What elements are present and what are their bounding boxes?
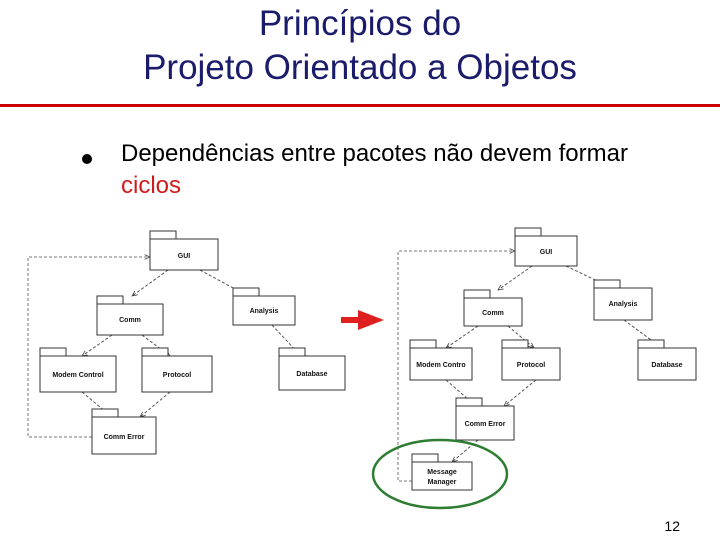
slide-title: Princípios do Projeto Orientado a Objeto…: [0, 2, 720, 90]
left-pkg-gui-label: GUI: [178, 253, 191, 260]
bullet-text: Dependências entre pacotes não devem for…: [121, 138, 681, 202]
right-pkg-database-label: Database: [651, 362, 682, 369]
right-pkg-modem-control-label: Modem Contro: [416, 362, 465, 369]
title-divider: [0, 104, 720, 107]
left-diagram: GUI Comm Analysis Modem Control Protocol…: [27, 230, 346, 455]
left-edge-analysis-database: [271, 324, 300, 355]
left-edge-comm-protocol: [141, 334, 170, 356]
right-pkg-analysis: Analysis: [593, 279, 653, 321]
left-pkg-protocol-label: Protocol: [163, 372, 191, 379]
right-pkg-message-manager-label-1: Message: [427, 469, 457, 476]
bullet-text-prefix: Dependências entre pacotes não devem for…: [121, 140, 628, 167]
left-pkg-protocol: Protocol: [141, 347, 213, 393]
right-edge-comm-modem: [446, 325, 479, 348]
right-pkg-comm-error: Comm Error: [455, 397, 515, 441]
right-diagram: GUI Comm Analysis Modem Contro Protocol …: [371, 227, 697, 510]
left-pkg-gui: GUI: [149, 230, 219, 271]
bullet-dot-icon: [82, 154, 92, 164]
right-pkg-database: Database: [637, 339, 697, 381]
left-edge-protocol-commerror: [140, 391, 171, 417]
right-edge-analysis-database: [623, 319, 662, 348]
left-edge-comm-modem: [82, 334, 113, 356]
title-line-1: Princípios do: [258, 4, 462, 43]
right-pkg-message-manager: Message Manager: [411, 453, 473, 491]
left-pkg-comm-error: Comm Error: [91, 408, 157, 455]
left-pkg-analysis-label: Analysis: [250, 308, 279, 315]
left-pkg-comm: Comm: [96, 295, 164, 336]
right-pkg-protocol-label: Protocol: [517, 362, 545, 369]
highlight-ellipse: [371, 438, 509, 510]
right-edge-gui-comm: [498, 265, 533, 290]
title-line-2: Projeto Orientado a Objetos: [143, 48, 577, 87]
right-pkg-comm-error-label: Comm Error: [465, 421, 506, 428]
left-pkg-modem-control-label: Modem Control: [52, 372, 103, 379]
left-pkg-comm-error-label: Comm Error: [104, 434, 145, 441]
left-cycle-arrow: [27, 257, 150, 438]
left-pkg-analysis: Analysis: [232, 287, 296, 326]
right-edge-modem-commerror: [445, 379, 476, 406]
right-edge-protocol-commerror: [504, 379, 537, 406]
right-edge-comm-protocol: [507, 325, 534, 348]
right-pkg-protocol: Protocol: [501, 339, 561, 381]
right-pkg-modem-control: Modem Contro: [409, 339, 473, 381]
right-cycle-arrow: [397, 251, 515, 482]
page-number: 12: [664, 518, 680, 534]
left-pkg-modem-control: Modem Control: [39, 347, 117, 393]
left-pkg-database: Database: [278, 347, 346, 391]
bullet-highlight: ciclos: [121, 172, 182, 199]
left-edge-gui-comm: [132, 269, 169, 296]
right-pkg-comm-label: Comm: [482, 310, 504, 317]
left-pkg-comm-label: Comm: [119, 317, 141, 324]
right-pkg-message-manager-label-2: Manager: [428, 479, 457, 486]
right-pkg-gui: GUI: [514, 227, 578, 267]
left-pkg-database-label: Database: [296, 371, 327, 378]
right-pkg-analysis-label: Analysis: [609, 301, 638, 308]
transform-arrow-icon: [341, 310, 384, 330]
right-pkg-gui-label: GUI: [540, 249, 553, 256]
right-pkg-comm: Comm: [463, 289, 523, 327]
